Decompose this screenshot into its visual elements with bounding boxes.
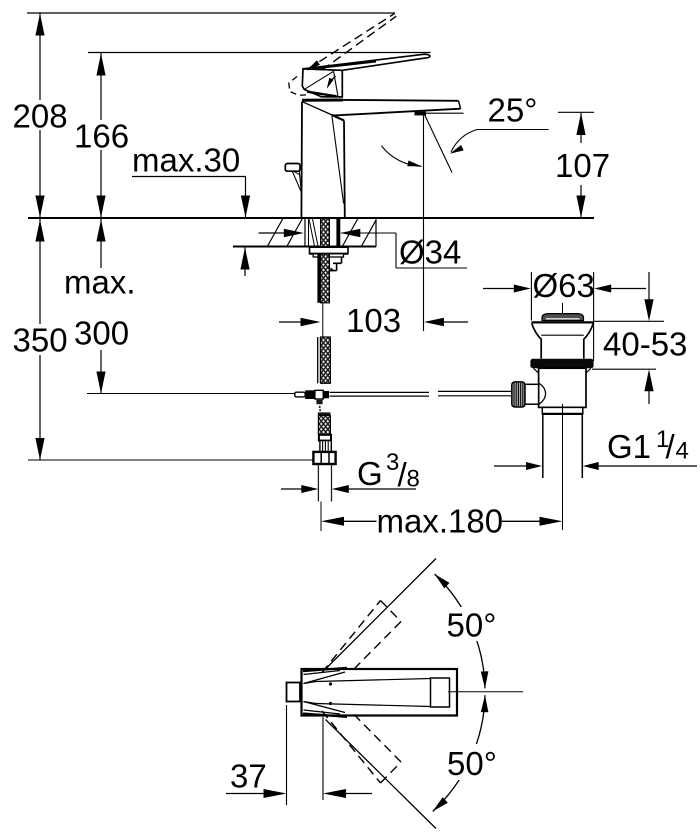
svg-text:/: / [666,428,676,465]
svg-text:G: G [357,455,383,492]
svg-text:1: 1 [656,426,669,453]
svg-text:50°: 50° [447,607,497,644]
svg-text:350: 350 [13,322,68,359]
svg-text:4: 4 [676,438,689,465]
svg-text:max.30: max.30 [132,142,240,179]
svg-text:Ø34: Ø34 [399,234,461,271]
svg-text:G1: G1 [607,428,651,465]
svg-text:300: 300 [74,315,129,352]
svg-text:Ø63: Ø63 [533,267,595,304]
svg-text:40-53: 40-53 [603,326,687,363]
svg-text:103: 103 [346,302,401,339]
svg-text:3: 3 [386,449,399,476]
svg-text:8: 8 [407,466,420,493]
svg-text:37: 37 [230,758,267,795]
svg-text:max.: max. [64,264,136,301]
svg-text:50°: 50° [447,745,497,782]
svg-text:208: 208 [13,98,68,135]
svg-text:25°: 25° [488,92,538,129]
svg-text:107: 107 [555,147,610,184]
svg-text:/: / [398,456,408,493]
svg-text:166: 166 [74,118,129,155]
svg-text:max.180: max.180 [377,503,504,540]
